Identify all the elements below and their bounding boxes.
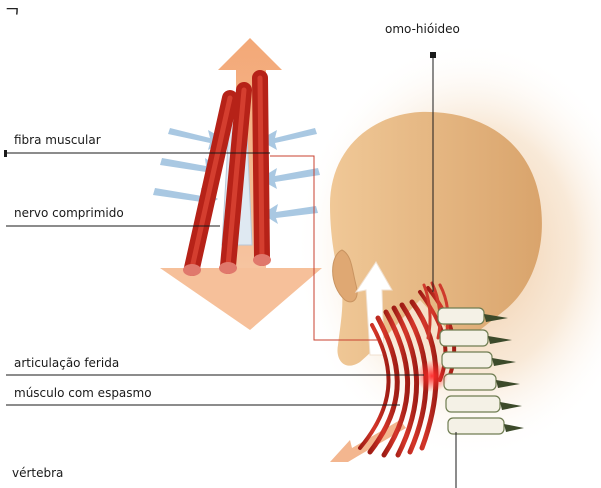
label-omo-hioideo: omo-hióideo	[385, 22, 460, 36]
label-nervo-comprimido: nervo comprimido	[14, 206, 124, 220]
label-musculo-espasmo: músculo com espasmo	[14, 386, 152, 400]
fibra-leader-end	[4, 150, 7, 157]
label-fibra-muscular: fibra muscular	[14, 133, 101, 147]
label-vertebra: vértebra	[12, 466, 63, 480]
corner-mark: ᄀ	[4, 2, 21, 28]
label-articulacao-ferida: articulação ferida	[14, 356, 119, 370]
omo-leader-end	[430, 52, 436, 58]
injured-joint-glow	[416, 360, 448, 392]
